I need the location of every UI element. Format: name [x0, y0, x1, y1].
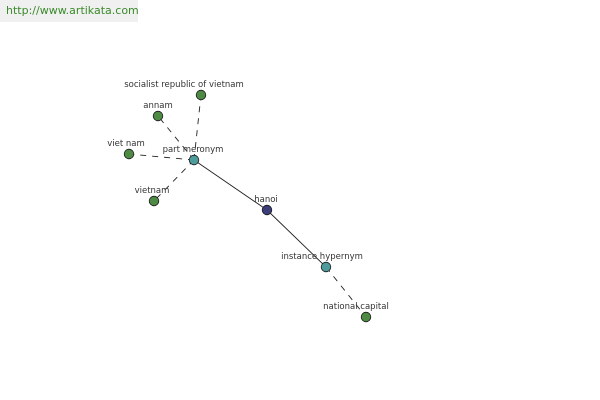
edge-part-meronym-to-vietnam — [153, 159, 195, 202]
node-circle[interactable] — [195, 89, 207, 101]
node-circle[interactable] — [148, 195, 160, 207]
watermark-url: http://www.artikata.com — [0, 0, 139, 22]
node-label: part meronym — [163, 145, 224, 155]
graph-node-hanoi[interactable]: hanoi — [254, 195, 278, 216]
graph-node-part-meronym[interactable]: part meronym — [163, 145, 224, 166]
node-label: national capital — [323, 302, 389, 312]
node-layer: hanoi part meronym instance hypernym social… — [107, 80, 389, 323]
graph-node-socialist-republic[interactable]: socialist republic of vietnam — [124, 80, 244, 101]
node-circle[interactable] — [261, 204, 273, 216]
edge-layer — [128, 94, 367, 318]
graph-node-viet-nam[interactable]: viet nam — [107, 139, 145, 160]
edge-part-meronym-to-annam — [157, 115, 195, 161]
graph-node-instance-hypernym[interactable]: instance hypernym — [281, 252, 363, 273]
node-circle[interactable] — [152, 110, 164, 122]
node-label: vietnam — [135, 186, 170, 196]
node-circle[interactable] — [188, 154, 200, 166]
node-circle[interactable] — [123, 148, 135, 160]
graph-node-annam[interactable]: annam — [143, 101, 173, 122]
node-circle[interactable] — [320, 261, 332, 273]
graph-node-national-capital[interactable]: national capital — [323, 302, 389, 323]
edge-instance-hypernym-to-national-capital — [325, 266, 367, 318]
node-label: hanoi — [254, 195, 278, 205]
node-label: socialist republic of vietnam — [124, 80, 244, 90]
node-circle[interactable] — [360, 311, 372, 323]
node-label: annam — [143, 101, 172, 111]
edge-hanoi-to-instance-hypernym — [266, 209, 327, 268]
graph-node-vietnam[interactable]: vietnam — [135, 186, 170, 207]
node-label: viet nam — [107, 139, 145, 149]
edge-hanoi-to-part-meronym — [193, 159, 268, 211]
node-label: instance hypernym — [281, 252, 363, 262]
